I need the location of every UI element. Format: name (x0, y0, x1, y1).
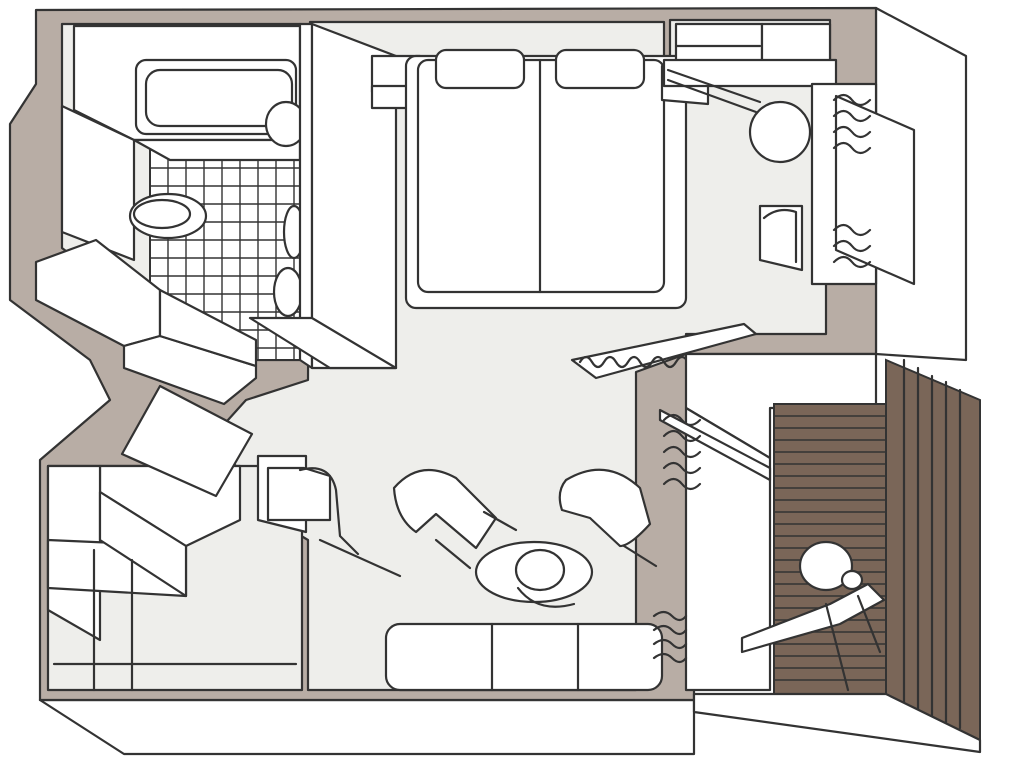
sofa-radiator (652, 610, 688, 664)
closet (46, 384, 298, 692)
side-table (798, 540, 854, 592)
bathroom (34, 24, 308, 406)
partition-base (248, 316, 398, 370)
wardrobe-shelf (662, 58, 838, 88)
wardrobe-area (662, 22, 916, 286)
closet-front (98, 490, 188, 598)
double-bed (370, 48, 710, 310)
vanity-chair (758, 204, 804, 272)
shower-drain (272, 266, 304, 318)
pillow-left (434, 48, 526, 90)
closet-door (120, 384, 254, 498)
lounge-chair-leg (824, 602, 850, 692)
balcony-edge (692, 692, 982, 754)
vanity-cabinet-top (158, 288, 258, 368)
bathtub-basin (134, 58, 298, 136)
balcony (658, 352, 982, 754)
balcony-radiator (662, 413, 702, 491)
radiator-right-top (832, 93, 916, 286)
living-area (256, 454, 688, 692)
armchair-left (392, 468, 498, 550)
balcony-rail-top (658, 408, 772, 482)
sofa (384, 622, 664, 692)
armchair-right (558, 468, 652, 548)
lounge-chair (740, 582, 886, 654)
partition-wall (248, 22, 398, 370)
pillow-right (554, 48, 646, 90)
bathtub-side-panel (60, 104, 136, 262)
balcony-cabinet-side (684, 406, 772, 692)
vanity-stool (748, 100, 812, 164)
desk-chair (266, 466, 332, 522)
